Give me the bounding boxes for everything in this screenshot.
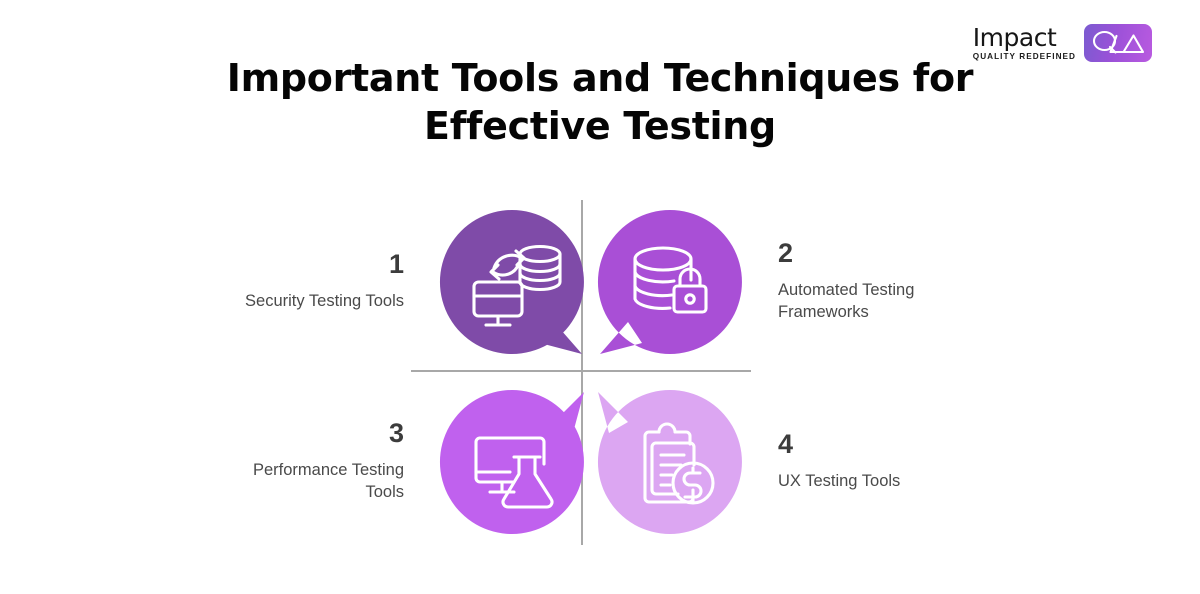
quadrant-matrix: 1 Security Testing Tools — [180, 192, 1020, 552]
impactqa-logo: Impact QUALITY REDEFINED — [973, 24, 1152, 62]
quadrant-item-1[interactable]: 1 Security Testing Tools — [180, 192, 600, 372]
speech-bubble-tail-top-left-icon — [597, 390, 742, 534]
qa-monogram-icon — [1092, 30, 1145, 54]
monitor-flask-icon — [474, 436, 554, 509]
quadrant-3-bubble-slot — [424, 372, 600, 552]
quadrant-3-label-block: 3 Performance Testing Tools — [202, 420, 424, 504]
quadrant-item-2[interactable]: 2 Automated Testing Frameworks — [582, 192, 1002, 372]
quadrant-4-label: UX Testing Tools — [778, 472, 901, 491]
quadrant-2-label-block: 2 Automated Testing Frameworks — [758, 240, 980, 324]
database-sync-monitor-icon — [472, 244, 562, 327]
quadrant-2-number: 2 — [778, 238, 794, 269]
quadrant-2-label: Automated Testing Frameworks — [778, 281, 915, 321]
quadrant-2-bubble-slot — [582, 192, 758, 372]
quadrant-2-bubble[interactable] — [594, 206, 746, 358]
logo-name: Impact — [972, 22, 1057, 52]
page-title: Important Tools and Techniques for Effec… — [0, 54, 1200, 151]
quadrant-3-number: 3 — [388, 418, 404, 449]
speech-bubble-tail-bottom-left-icon — [597, 210, 742, 354]
quadrant-4-bubble[interactable] — [594, 386, 746, 538]
quadrant-1-label: Security Testing Tools — [245, 292, 404, 311]
page-title-line-2: Effective Testing — [424, 104, 776, 149]
speech-bubble-tail-bottom-right-icon — [439, 210, 584, 354]
vertical-divider — [581, 200, 583, 545]
database-lock-icon — [633, 246, 708, 314]
page-title-line-1: Important Tools and Techniques for — [226, 56, 974, 100]
horizontal-divider — [411, 370, 751, 372]
quadrant-3-label: Performance Testing Tools — [252, 461, 404, 501]
logo-qa-badge — [1084, 24, 1152, 62]
quadrant-3-bubble[interactable] — [436, 386, 588, 538]
quadrant-1-number: 1 — [388, 249, 404, 280]
quadrant-4-bubble-slot — [582, 372, 758, 552]
quadrant-1-bubble-slot — [424, 192, 600, 372]
logo-tagline: QUALITY REDEFINED — [972, 51, 1076, 61]
quadrant-4-label-block: 4 UX Testing Tools — [758, 431, 980, 493]
speech-bubble-tail-top-right-icon — [439, 390, 584, 534]
quadrant-4-number: 4 — [778, 429, 794, 460]
clipboard-dollar-icon — [643, 422, 715, 505]
quadrant-1-bubble[interactable] — [436, 206, 588, 358]
quadrant-item-3[interactable]: 3 Performance Testing Tools — [180, 372, 600, 552]
quadrant-item-4[interactable]: 4 UX Testing Tools — [582, 372, 1002, 552]
logo-wordmark: Impact QUALITY REDEFINED — [973, 25, 1076, 61]
quadrant-1-label-block: 1 Security Testing Tools — [202, 251, 424, 313]
